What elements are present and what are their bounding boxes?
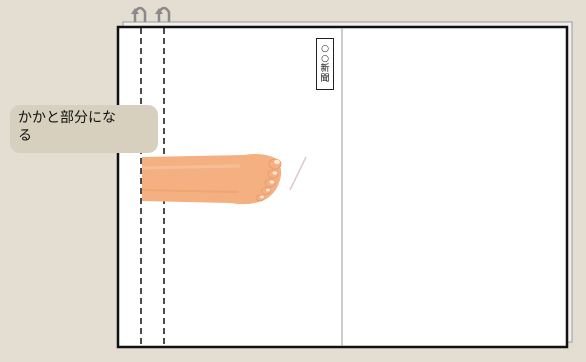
nameplate-char: ○ [321,44,329,54]
fold-up-arrow-icon [131,8,145,22]
newspaper-nameplate: ○ ○ 新 聞 [316,38,334,90]
fold-up-arrow-icon [155,8,169,22]
foot-illustration-icon [142,154,281,204]
heel-callout: かかと部分にな る [10,105,158,153]
nameplate-char: 新 [320,64,329,74]
nameplate-char: ○ [321,54,329,64]
nameplate-char: 聞 [320,74,329,84]
callout-text-line2: る [18,127,150,145]
callout-text-line1: かかと部分にな [18,109,150,127]
